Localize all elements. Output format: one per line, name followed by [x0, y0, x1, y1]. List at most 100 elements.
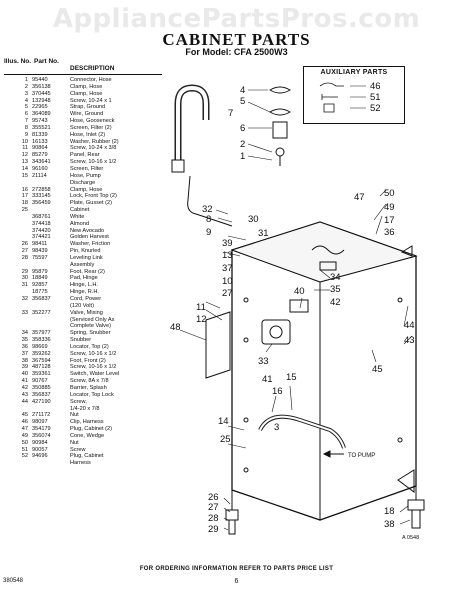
illus-number: 18 [21, 200, 28, 207]
illus-number: 51 [21, 446, 28, 453]
illus-number: 37 [21, 350, 28, 357]
illus-number: 27 [21, 248, 28, 255]
part-number: 95743 [32, 118, 48, 125]
ground-strap [272, 121, 288, 139]
callout-50: 50 [384, 188, 395, 199]
part-number: 374421 [32, 234, 51, 241]
callout-8: 8 [206, 214, 211, 225]
part-number: 358336 [32, 337, 51, 344]
callout-18: 18 [384, 506, 395, 517]
illus-number: 9 [24, 131, 28, 138]
illus-number: 28 [21, 254, 28, 261]
illus-number: 47 [21, 426, 28, 433]
illus-number: 6 [24, 111, 28, 118]
part-number: 75597 [32, 254, 48, 261]
part-description: Hose, Pump [70, 172, 101, 179]
part-number: 370445 [32, 90, 51, 97]
document-code: 380548 [3, 578, 24, 584]
part-number: 21114 [32, 172, 47, 179]
illus-number: 4 [24, 97, 28, 104]
illus-number: 34 [21, 330, 28, 337]
callout-38: 38 [384, 519, 395, 530]
part-description: Nut [70, 412, 79, 419]
part-description: Clamp, Hose [70, 90, 103, 97]
part-number: 98097 [32, 419, 48, 426]
part-number: 90864 [32, 145, 48, 152]
aux-item-46: 46 [370, 81, 381, 92]
callout-6: 6 [240, 123, 245, 134]
part-description: Screw, 10-16 x 1/2 [70, 159, 117, 166]
part-description: (120 Volt) [70, 302, 94, 309]
snubber [319, 261, 337, 271]
part-number: 94696 [32, 453, 48, 460]
header-illus: Illus. No. [4, 58, 32, 65]
to-pump-label: TO PUMP [348, 453, 375, 459]
illus-number: 40 [21, 371, 28, 378]
illus-number: 42 [21, 384, 28, 391]
part-description: Hose, Gooseneck [70, 118, 115, 125]
part-number: 85279 [32, 152, 48, 159]
table-row: Assembly [4, 262, 172, 269]
illus-number: 14 [21, 165, 28, 172]
part-number: 95440 [32, 77, 48, 83]
callout-13: 13 [222, 250, 233, 261]
table-row: 1/4-20 x 7/8 [4, 406, 172, 413]
illus-number: 49 [21, 432, 28, 439]
part-description: Screen, Filter (2) [70, 124, 112, 131]
illus-number: 38 [21, 357, 28, 364]
illus-number: 26 [21, 241, 28, 248]
part-description: Hinge, L.H. [70, 282, 98, 289]
callout-49: 49 [384, 202, 395, 213]
illus-number: 5 [24, 104, 28, 111]
part-description: Screw, 10-24 x 1 [70, 97, 112, 104]
illus-number: 41 [21, 378, 28, 385]
part-number: 356837 [32, 296, 51, 302]
aux-item-52: 52 [370, 103, 381, 114]
part-description: Screw, 10-16 x 1/2 [70, 350, 117, 357]
gusset-plate [397, 469, 415, 493]
part-description: Cord, Power [70, 296, 102, 302]
illus-number: 35 [21, 337, 28, 344]
illus-number: 44 [21, 398, 28, 405]
part-description: Switch, Water Level [70, 371, 120, 378]
part-description: Leveling Link [70, 254, 103, 261]
part-description: Assembly [70, 261, 95, 268]
illus-number: 2 [24, 83, 28, 90]
callout-27: 27 [222, 288, 233, 299]
table-row: (Serviced Only As [4, 317, 172, 324]
callout-16: 16 [272, 386, 283, 397]
illus-number: 31 [21, 282, 28, 289]
part-number: 367594 [32, 357, 51, 364]
top-locator [400, 245, 413, 257]
part-description: Screw, 8A x 7/8 [70, 378, 109, 385]
callout-42: 42 [330, 297, 341, 308]
table-row: 28 75597 Leveling Link [4, 255, 172, 262]
part-number: 368761 [32, 213, 51, 220]
cabinet-body [230, 221, 418, 521]
callout-33: 33 [258, 356, 269, 367]
part-number: 81339 [32, 131, 48, 138]
